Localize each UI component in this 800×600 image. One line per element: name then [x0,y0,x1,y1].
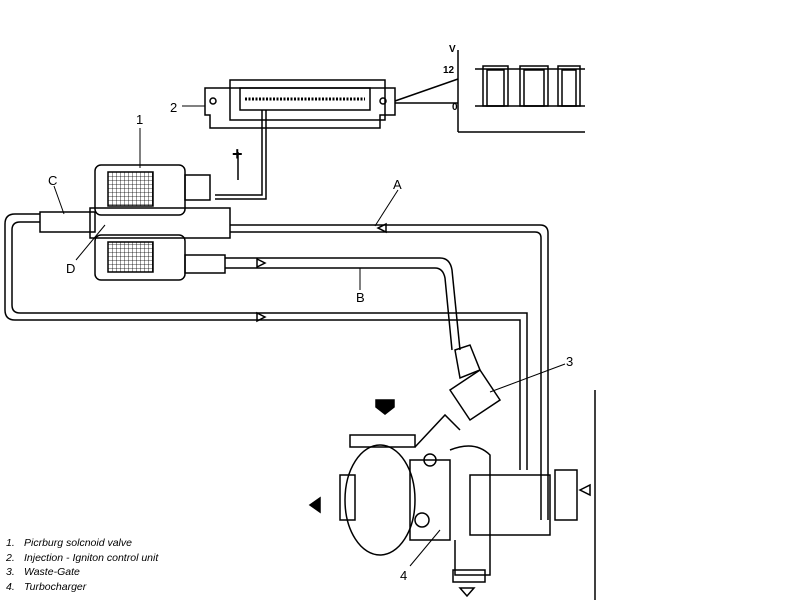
graph-axis-label: V [449,44,456,55]
legend-item: 3. Waste-Gate [6,565,158,580]
legend-text: Injection - Igniton control unit [24,551,159,564]
legend-text: Picrburg solcnoid valve [24,537,132,549]
wastegate [448,344,502,422]
legend-item: 4. Turbocharger [6,580,158,595]
label-c: C [48,173,57,188]
pipe-a [4,213,549,520]
graph-tick-0: 0 [452,102,458,113]
legend-item: 1. Picrburg solcnoid valve [6,536,158,551]
legend-num: 2. [6,551,15,564]
solenoid-valve [39,164,231,281]
label-2: 2 [170,100,177,115]
label-4: 4 [400,568,407,583]
label-1: 1 [136,112,143,127]
legend-text: Turbocharger [24,580,87,593]
legend-num: 4. [6,580,15,593]
pipe-b [225,257,461,351]
label-b: B [356,290,365,305]
label-a: A [393,177,402,192]
legend-item: 2. Injection - Igniton control unit [6,551,158,566]
label-d: D [66,261,75,276]
flow-arrows [256,222,591,598]
legend-text: Waste-Gate [24,566,80,578]
legend-num: 1. [6,537,15,549]
legend-num: 3. [6,566,15,578]
label-3: 3 [566,354,573,369]
ecu-unit [204,78,459,129]
label-plus: + [232,144,243,164]
signal-graph [457,50,585,133]
legend: 1. Picrburg solcnoid valve 2. Injection - … [6,536,158,594]
graph-tick-12: 12 [443,65,455,76]
turbocharger [339,390,596,600]
signal-wire [215,110,263,196]
